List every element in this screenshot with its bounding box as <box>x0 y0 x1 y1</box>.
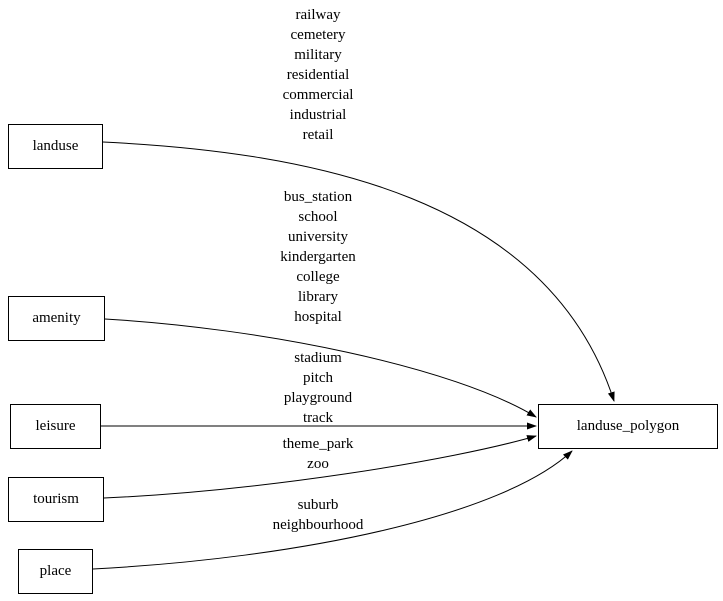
edge-label-amenity: bus_station school university kindergart… <box>280 189 356 325</box>
edge-amenity-to-landuse-polygon <box>104 318 537 418</box>
node-landuse-polygon[interactable]: landuse_polygon <box>538 404 718 449</box>
edge-place-to-landuse-polygon <box>92 450 573 570</box>
node-leisure[interactable]: leisure <box>10 404 101 449</box>
node-place[interactable]: place <box>18 549 93 594</box>
edge-label-place: suburb neighbourhood <box>272 497 364 533</box>
edge-landuse-to-landuse-polygon <box>102 141 615 402</box>
edge-label-landuse: railway cemetery military residential co… <box>282 7 354 143</box>
edge-label-leisure: stadium pitch playground track <box>283 350 353 426</box>
edge-label-tourism: theme_park zoo <box>282 436 354 472</box>
edge-tourism-to-landuse-polygon <box>103 435 537 499</box>
node-tourism[interactable]: tourism <box>8 477 104 522</box>
node-amenity[interactable]: amenity <box>8 296 105 341</box>
node-landuse[interactable]: landuse <box>8 124 103 169</box>
